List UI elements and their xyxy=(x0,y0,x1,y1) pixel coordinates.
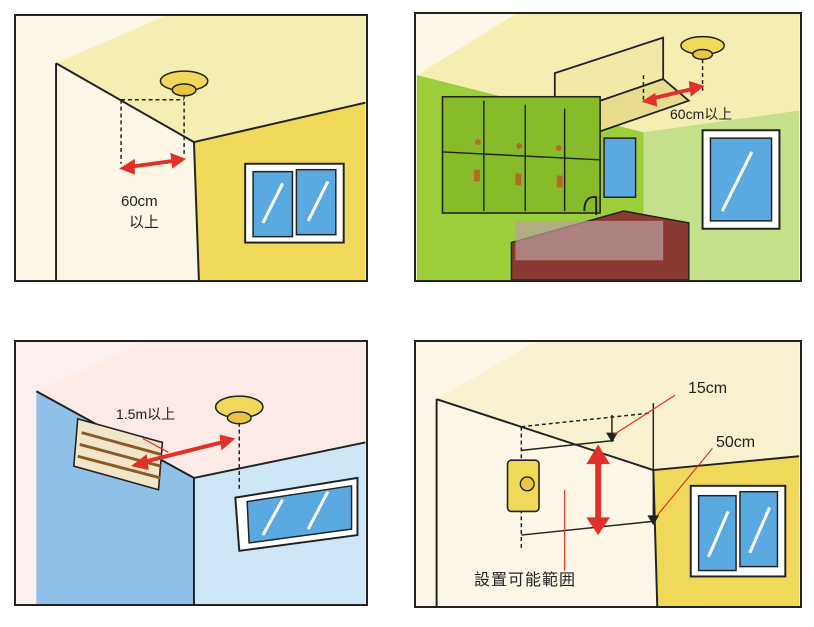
distance-suffix-label: 以上 xyxy=(129,214,160,231)
air-conditioner xyxy=(72,417,164,491)
air-conditioner-illustration xyxy=(16,342,366,604)
distance-label: 1.5m以上 xyxy=(116,406,176,422)
panel-kitchen-cabinet: 60cm以上 xyxy=(414,12,802,282)
installable-range-caption: 設置可能範囲 xyxy=(474,572,577,589)
ceiling-corner-illustration xyxy=(16,16,366,280)
top-offset-label: 15cm xyxy=(688,380,728,397)
panel-air-conditioner: 1.5m以上 xyxy=(14,340,368,606)
window xyxy=(244,162,345,244)
counter xyxy=(510,196,690,280)
ceiling xyxy=(56,16,366,143)
distance-arrow xyxy=(119,152,187,175)
wall-cabinets xyxy=(441,95,601,214)
window xyxy=(234,476,359,552)
distance-label: 60cm以上 xyxy=(670,106,733,122)
wall-mount-illustration xyxy=(416,342,800,606)
bottom-offset-label: 50cm xyxy=(716,434,756,451)
kitchen-illustration xyxy=(416,14,800,280)
distance-label: 60cm xyxy=(121,193,158,210)
smoke-detector xyxy=(680,35,725,61)
wall-detector xyxy=(506,459,540,513)
panel-wall-mount: 15cm 50cm 設置可能範囲 xyxy=(414,340,802,608)
distance-arrow xyxy=(641,80,705,107)
ceiling xyxy=(436,342,800,471)
distance-arrow xyxy=(130,434,236,471)
ceiling xyxy=(36,342,366,478)
panel-ceiling-corner: 60cm 以上 xyxy=(14,14,368,282)
smoke-detector xyxy=(159,70,209,97)
window xyxy=(701,129,781,230)
window xyxy=(689,484,787,578)
range-arrow xyxy=(586,444,610,536)
